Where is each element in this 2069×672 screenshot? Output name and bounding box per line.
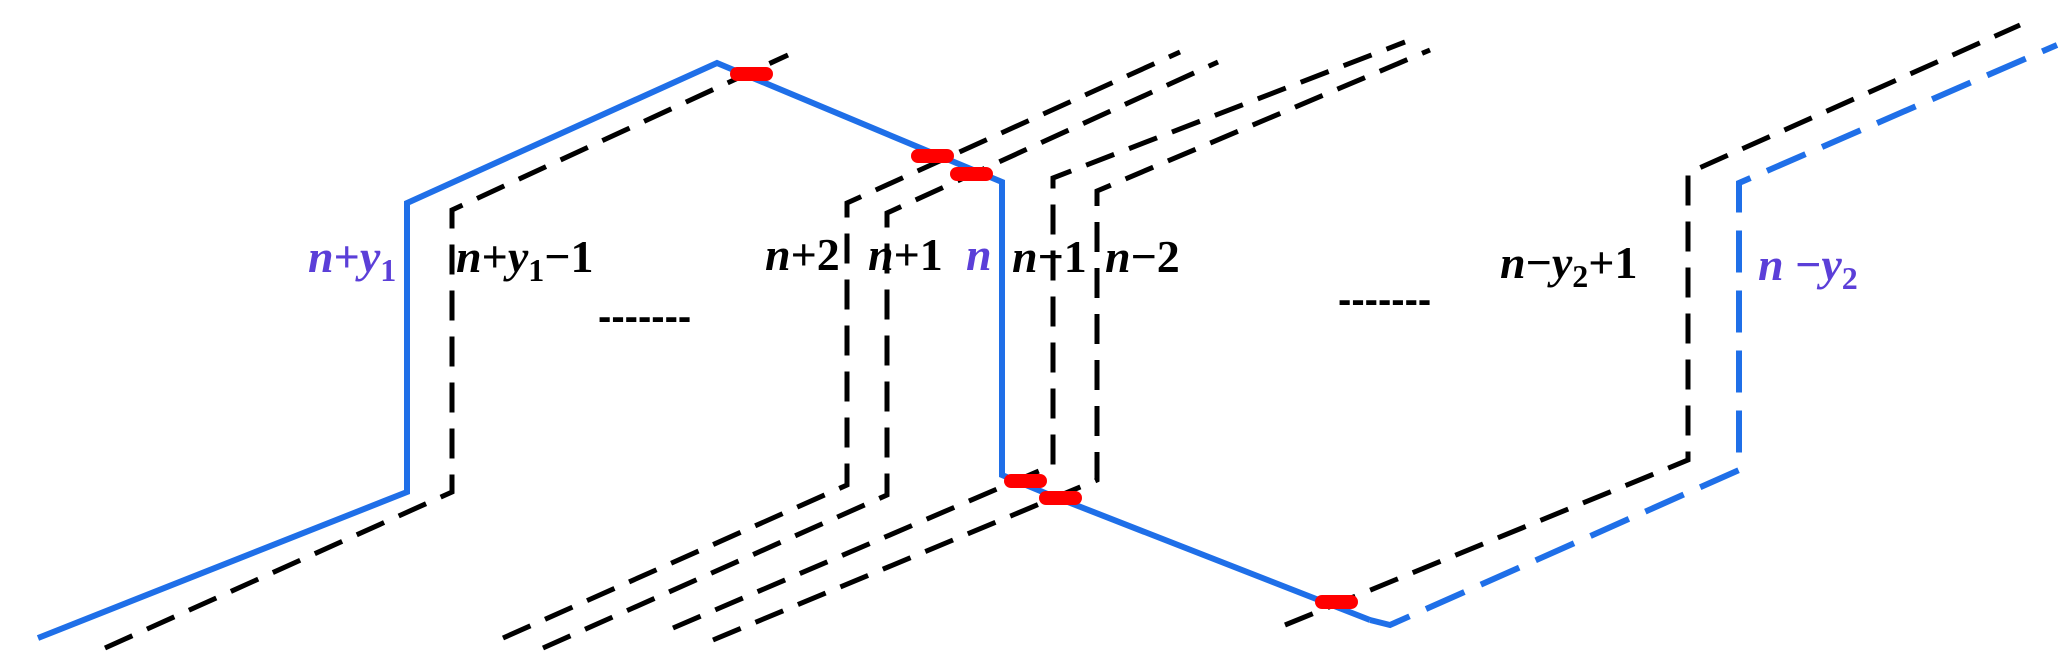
grid-line-n-minus-1 [672,39,1406,631]
grid-line-n-plus-2 [501,49,1182,641]
dashed-grid-lines [103,22,2022,651]
grid-line-n-minus-y2-plus-1 [1284,22,2022,628]
label-n-minus-1: n−1 [1012,231,1087,282]
highlighted-path [36,42,2059,641]
label-n-plus-1: n+1 [868,229,943,280]
crossing-markers [730,67,1358,609]
label-n-plus-y1: n+y1 [308,231,396,288]
highlight-path-solid [36,59,1372,641]
grid-line-n-plus-1 [541,59,1220,651]
label-n: n [966,229,992,280]
label-n-minus-y2-plus-1: n−y2+1 [1500,237,1637,294]
label-n-plus-2: n+2 [765,229,840,280]
grid-line-n-minus-2 [712,47,1431,643]
ellipsis-right: ------- [1338,278,1431,322]
grid-line-n-plus-y1-minus-1 [103,52,790,651]
ellipsis-left: ------- [598,295,691,339]
label-n-plus-y1-minus-1: n+y1−1 [456,231,593,288]
label-n-minus-2: n−2 [1105,231,1180,282]
highlight-path-dashed [1369,42,2059,629]
label-n-minus-y2: n −y2 [1758,239,1858,296]
